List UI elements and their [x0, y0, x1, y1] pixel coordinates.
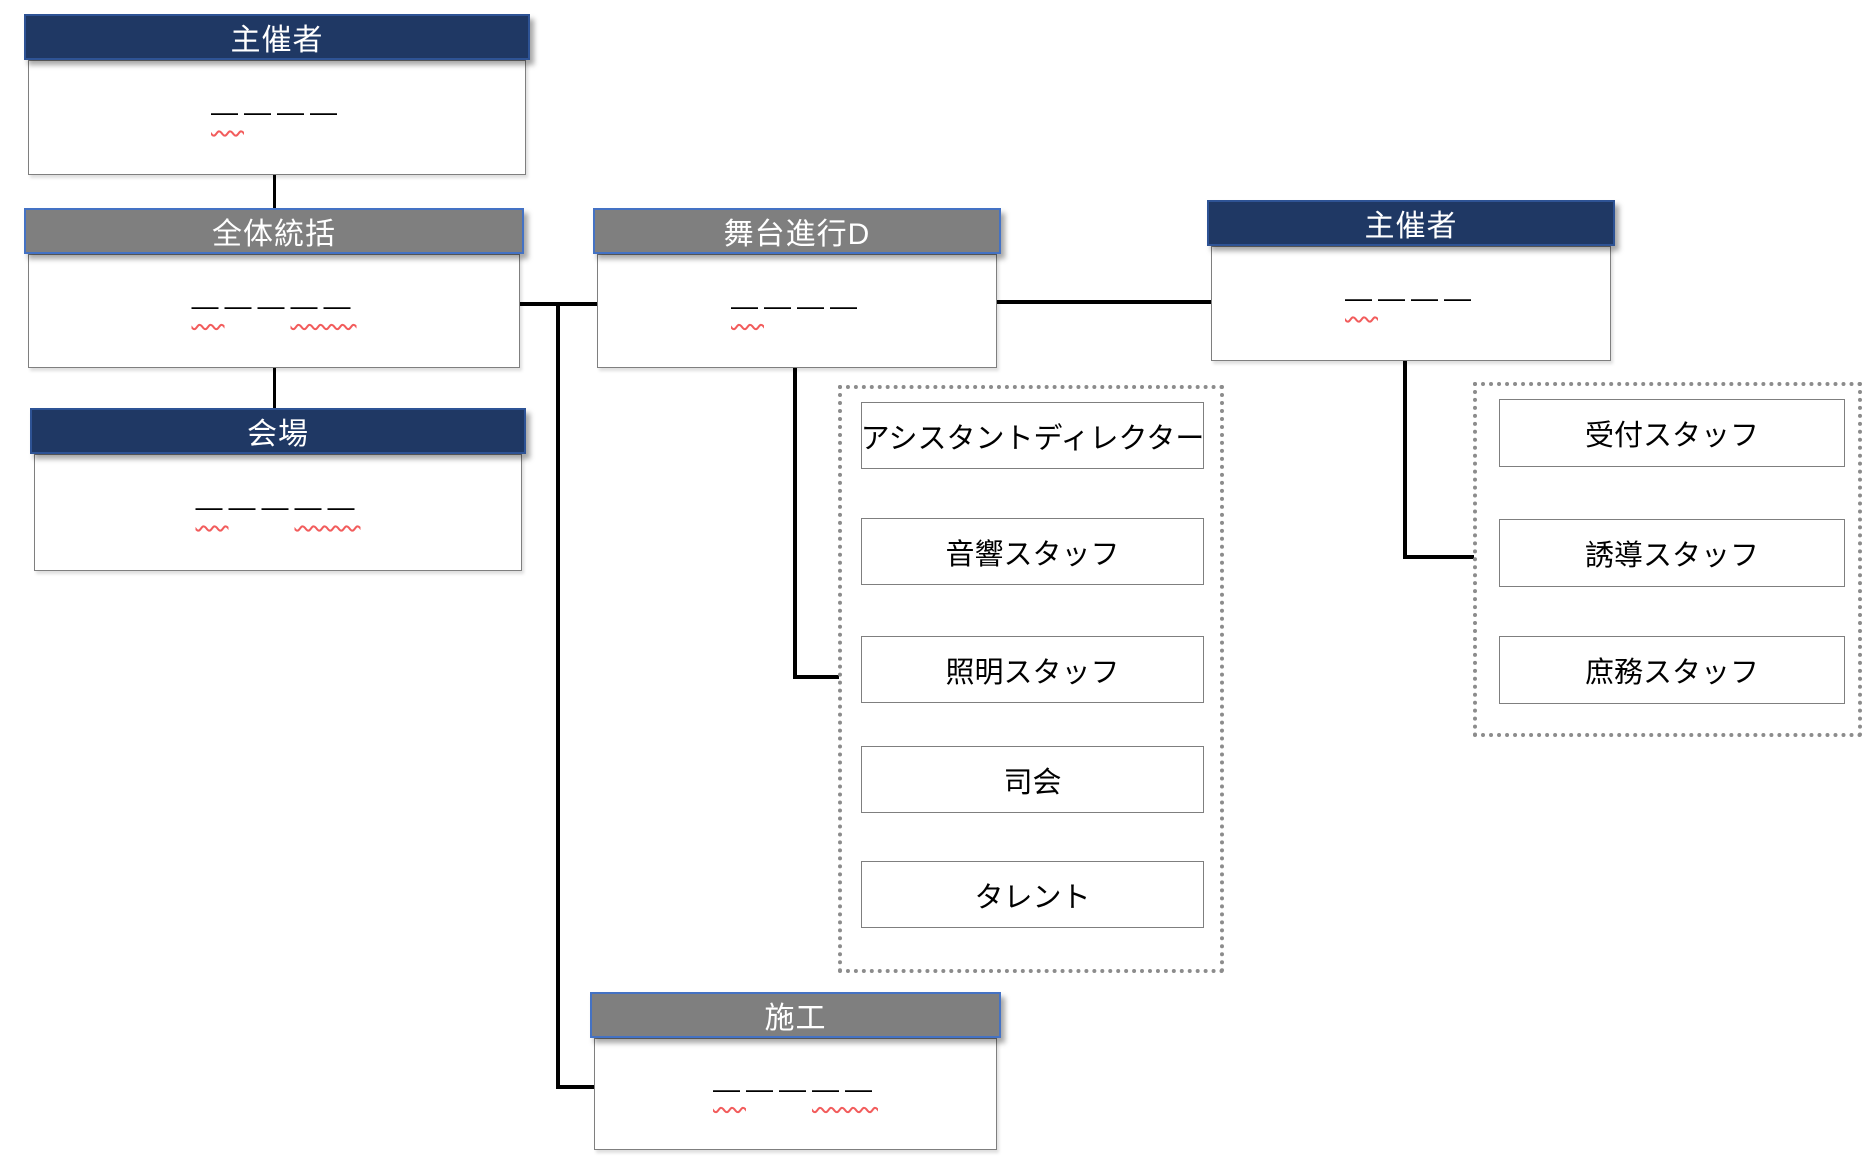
- connector-stage-to-organizer-right: [996, 300, 1211, 304]
- org-box-title: 主催者: [1364, 210, 1458, 243]
- org-box-body: ————: [597, 254, 997, 368]
- staff-box-label: 誘導スタッフ: [1584, 540, 1759, 572]
- org-box-header: 全体統括: [24, 208, 524, 254]
- redacted-name-part: —: [211, 97, 244, 127]
- connector-organizer-to-overall: [273, 175, 276, 209]
- org-box-venue: 会場 —————: [30, 408, 526, 571]
- redacted-name-part: ———: [764, 290, 863, 321]
- redacted-name-part: —: [713, 1073, 746, 1104]
- redacted-name-part: ——: [224, 290, 291, 321]
- staff-box-sound-staff: 音響スタッフ: [861, 518, 1204, 585]
- redacted-name: ————: [211, 99, 343, 136]
- redacted-name-part: ——: [228, 492, 295, 522]
- redacted-name-part: ——: [290, 290, 357, 321]
- org-box-header: 舞台進行D: [593, 208, 1001, 254]
- staff-box-label: 音響スタッフ: [945, 538, 1120, 571]
- org-box-body: ————: [1211, 246, 1611, 361]
- connector-organizer-right-horizontal: [1403, 555, 1474, 559]
- staff-box-guidance-staff: 誘導スタッフ: [1499, 519, 1845, 587]
- redacted-name-part: ——: [746, 1073, 812, 1104]
- staff-box-mc: 司会: [861, 746, 1204, 813]
- redacted-name: ————: [731, 290, 863, 330]
- org-box-body: —————: [594, 1038, 997, 1150]
- org-box-title: 全体統括: [212, 218, 336, 251]
- staff-box-reception-staff: 受付スタッフ: [1499, 399, 1845, 467]
- redacted-name-part: —: [731, 290, 764, 321]
- redacted-name: —————: [191, 290, 357, 330]
- org-box-header: 主催者: [24, 14, 530, 60]
- org-box-body: —————: [28, 254, 520, 368]
- connector-overall-to-construction-vertical: [556, 302, 560, 1089]
- org-box-construction: 施工 —————: [590, 992, 1001, 1150]
- org-box-title: 舞台進行D: [723, 218, 871, 251]
- staff-box-assistant-director: アシスタントディレクター: [861, 402, 1204, 469]
- redacted-name: —————: [713, 1073, 878, 1113]
- redacted-name-part: —: [1345, 283, 1378, 313]
- connector-stage-to-staffgroup-vertical: [793, 368, 797, 679]
- staff-box-talent: タレント: [861, 861, 1204, 928]
- org-box-organizer-top: 主催者 ————: [24, 14, 530, 175]
- redacted-name: ————: [1345, 285, 1477, 322]
- org-box-stage-director: 舞台進行D ————: [593, 208, 1001, 368]
- staff-box-label: アシスタントディレクター: [860, 422, 1205, 455]
- connector-overall-to-construction-horizontal: [556, 1085, 594, 1089]
- org-box-title: 主催者: [230, 24, 324, 57]
- org-box-overall-control: 全体統括 —————: [24, 208, 524, 368]
- stage-staff-group: アシスタントディレクター 音響スタッフ 照明スタッフ 司会 タレント: [838, 385, 1224, 973]
- staff-box-lighting-staff: 照明スタッフ: [861, 636, 1204, 703]
- connector-organizer-right-vertical: [1403, 361, 1407, 559]
- org-box-body: —————: [34, 454, 522, 571]
- redacted-name-part: ——: [812, 1073, 878, 1104]
- org-box-header: 主催者: [1207, 200, 1615, 246]
- staff-box-general-affairs-staff: 庶務スタッフ: [1499, 636, 1845, 704]
- staff-box-label: 照明スタッフ: [945, 656, 1120, 689]
- staff-box-label: 庶務スタッフ: [1584, 657, 1759, 689]
- staff-box-label: 司会: [1003, 766, 1062, 799]
- staff-box-label: 受付スタッフ: [1584, 420, 1759, 452]
- org-box-header: 会場: [30, 408, 526, 454]
- org-box-organizer-right: 主催者 ————: [1207, 200, 1615, 361]
- connector-stage-to-staffgroup-horizontal: [793, 675, 839, 679]
- redacted-name-part: ———: [244, 97, 343, 127]
- org-box-body: ————: [28, 60, 526, 175]
- redacted-name-part: ——: [294, 492, 361, 522]
- redacted-name-part: —: [191, 290, 225, 321]
- staff-box-label: タレント: [974, 881, 1091, 914]
- reception-staff-group: 受付スタッフ 誘導スタッフ 庶務スタッフ: [1473, 382, 1862, 737]
- connector-overall-to-venue: [273, 368, 276, 409]
- org-box-title: 会場: [247, 418, 309, 451]
- redacted-name-part: ———: [1378, 283, 1477, 313]
- org-box-title: 施工: [764, 1002, 827, 1035]
- org-box-header: 施工: [590, 992, 1001, 1038]
- redacted-name-part: —: [195, 492, 229, 522]
- redacted-name: —————: [196, 494, 361, 531]
